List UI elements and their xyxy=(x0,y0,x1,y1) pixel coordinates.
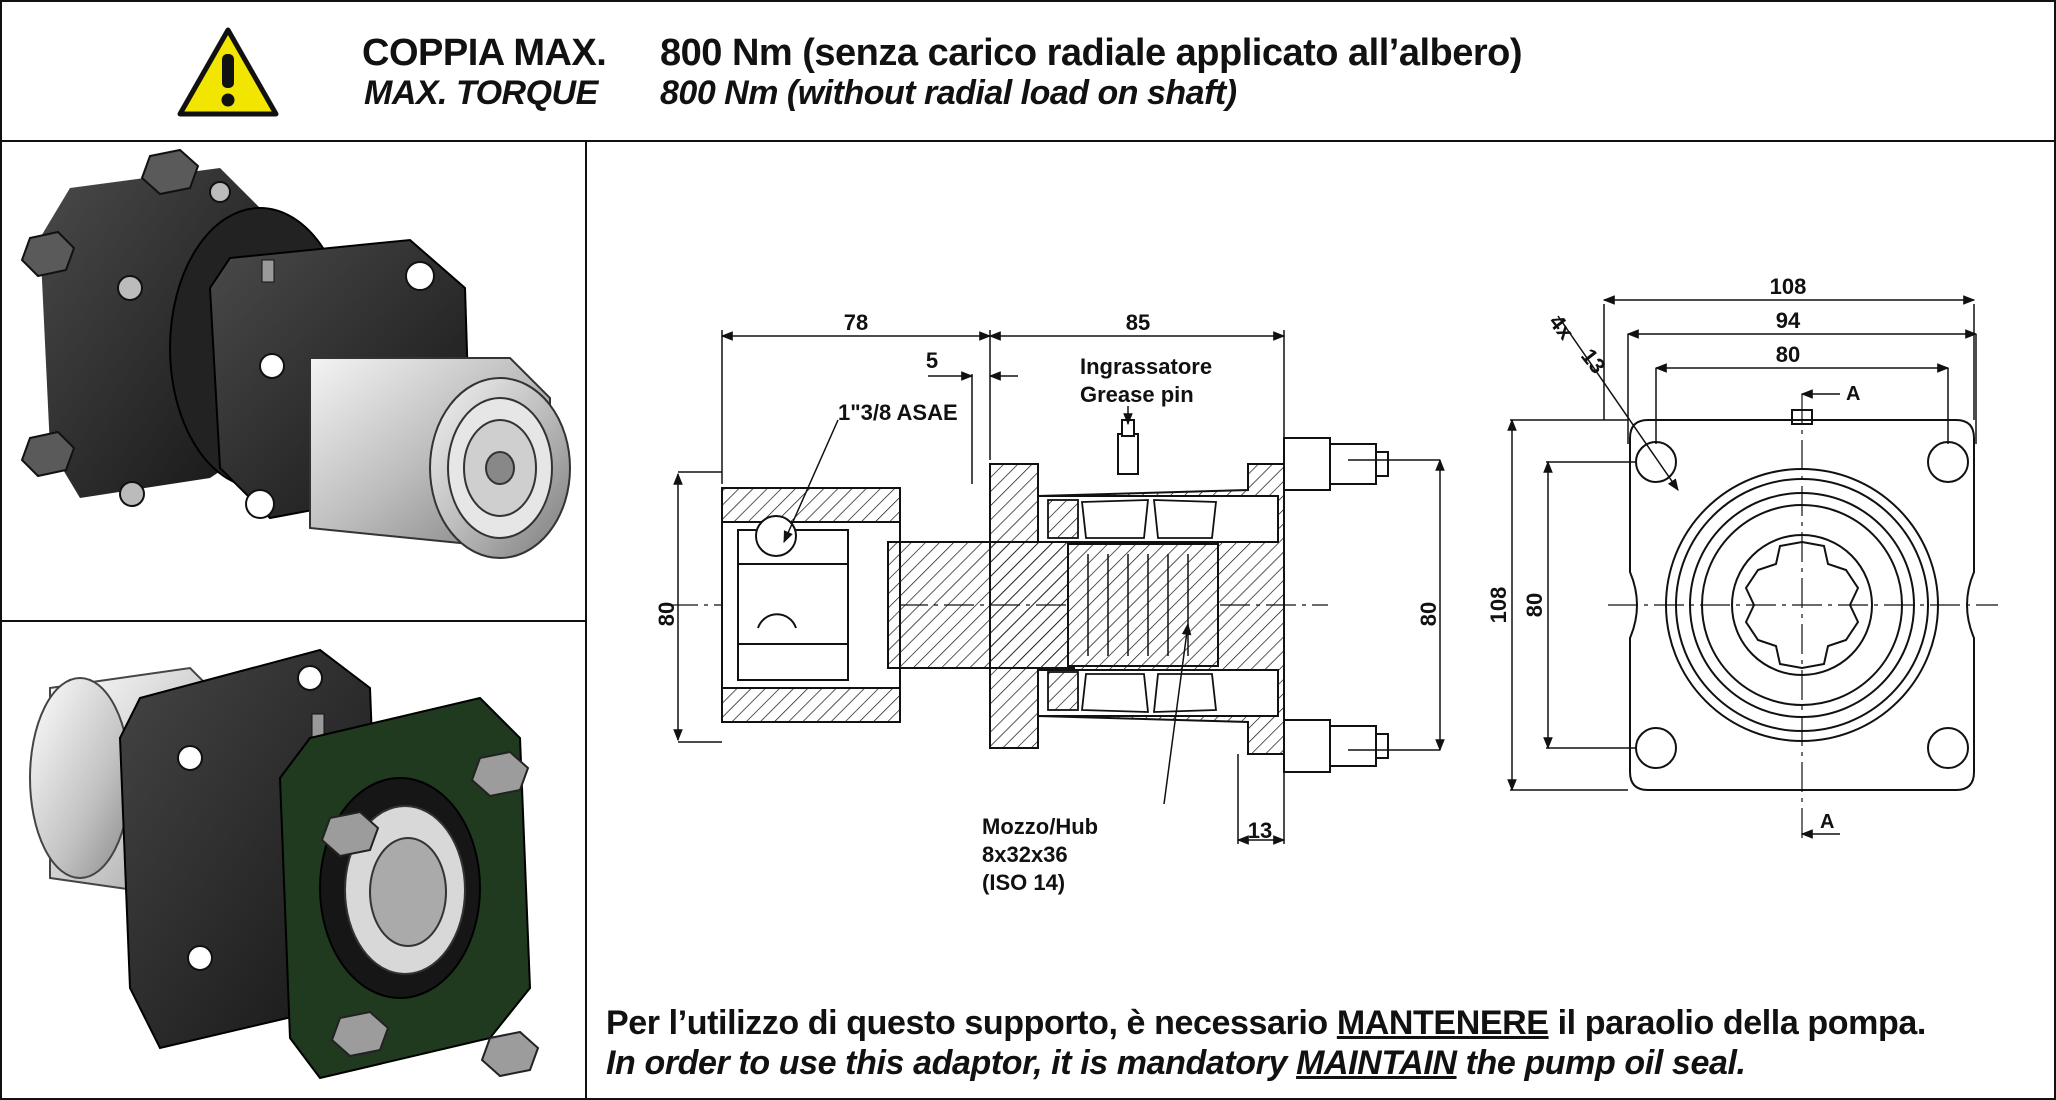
callout-grease-it: Ingrassatore xyxy=(1080,354,1212,379)
header-divider xyxy=(0,140,2056,142)
callout-hub-iso: (ISO 14) xyxy=(982,870,1065,895)
torque-value-it: 800 Nm (senza carico radiale applicato a… xyxy=(660,32,1523,74)
note-italian: Per l’utilizzo di questo supporto, è nec… xyxy=(606,1004,1926,1042)
note-italian-emphasis: MANTENERE xyxy=(1336,1004,1549,1042)
photo-separator xyxy=(0,620,587,622)
dim-5: 5 xyxy=(926,348,938,373)
dim-108-left: 108 xyxy=(1486,587,1511,624)
dim-108-top: 108 xyxy=(1770,274,1807,299)
side-dimensions xyxy=(673,330,1445,845)
dim-85: 85 xyxy=(1126,310,1150,335)
torque-value-en: 800 Nm (without radial load on shaft) xyxy=(660,74,1237,112)
callout-hub-spec: 8x32x36 xyxy=(982,842,1068,867)
callout-asae: 1"3/8 ASAE xyxy=(838,400,958,425)
callout-grease-en: Grease pin xyxy=(1080,382,1194,407)
dim-78: 78 xyxy=(844,310,868,335)
section-a-bottom: A xyxy=(1820,811,1834,833)
note-english: In order to use this adaptor, it is mand… xyxy=(606,1044,1746,1082)
dim-80-left: 80 xyxy=(1522,593,1547,617)
warning-triangle-icon xyxy=(177,27,279,117)
dim-dia80-left: 80 xyxy=(654,602,679,626)
dim-94: 94 xyxy=(1776,308,1801,333)
technical-drawing: 78 85 5 13 80 80 1"3/8 ASAE Ingrassatore… xyxy=(654,274,1998,895)
section-a-top: A xyxy=(1846,383,1860,405)
callout-hub: Mozzo/Hub xyxy=(982,814,1098,839)
adaptor-render-bottom xyxy=(29,648,540,1080)
dim-dia80-right: 80 xyxy=(1416,602,1441,626)
dim-80-top: 80 xyxy=(1776,342,1800,367)
torque-label-en: MAX. TORQUE xyxy=(364,74,598,112)
front-dimensions xyxy=(1507,295,1978,839)
side-section-view xyxy=(668,419,1389,773)
note-english-emphasis: MAINTAIN xyxy=(1296,1044,1457,1082)
adaptor-render-top xyxy=(20,148,571,559)
front-view xyxy=(1608,394,1998,844)
dim-13: 13 xyxy=(1248,818,1272,843)
torque-label-it: COPPIA MAX. xyxy=(362,32,607,74)
